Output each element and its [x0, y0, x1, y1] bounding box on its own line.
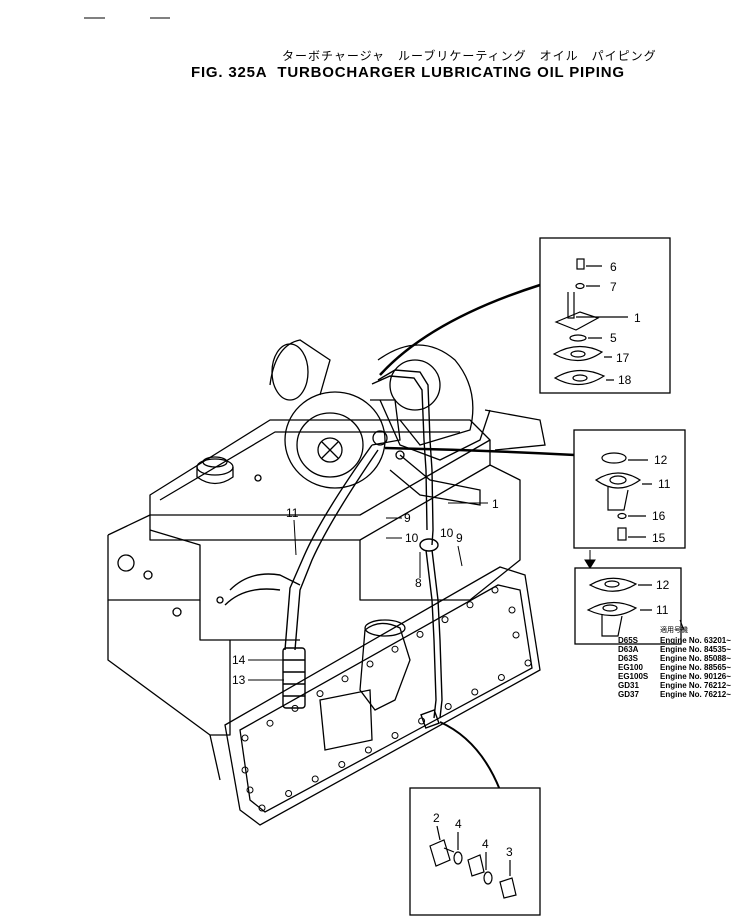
callout-9: 9	[404, 511, 411, 525]
bolt-hole	[466, 601, 474, 609]
title-japanese: ターボチャージャ ルーブリケーティング オイル パイピング	[282, 49, 657, 63]
legend-engine: Engine No. 88565~	[660, 663, 731, 672]
callout-16: 16	[652, 509, 666, 523]
bolt-hole	[471, 688, 479, 696]
applicability-legend: 適用号機 D65S Engine No. 63201~ D63A Engine …	[618, 625, 731, 699]
legend-engine: Engine No. 76212~	[660, 681, 731, 690]
callout-11: 11	[286, 506, 299, 520]
callout-1: 1	[634, 311, 641, 325]
bolt-hole	[241, 766, 249, 774]
callout-1: 1	[492, 497, 499, 511]
bolt-hole	[338, 761, 346, 768]
bolt-hole	[512, 631, 520, 639]
box-bottom-callouts: 12 11	[656, 578, 685, 631]
legend-model: D65S	[618, 636, 639, 645]
bolt-hole	[508, 606, 516, 614]
callout-2: 2	[433, 811, 440, 825]
callout-9: 9	[456, 531, 463, 545]
legend-engine: Engine No. 84535~	[660, 645, 731, 654]
main-callouts: 1 9 10 11 10 9 8 14 13	[232, 497, 499, 687]
bolt-hole	[241, 734, 249, 742]
callout-12: 12	[656, 578, 670, 592]
callout-11: 11	[656, 603, 669, 617]
detail-box-mid	[573, 429, 686, 549]
bolt-hole	[364, 746, 372, 754]
oil-drain-pipe	[224, 444, 379, 709]
callout-4: 4	[455, 817, 462, 831]
detail-leaders	[379, 283, 596, 791]
callout-13: 13	[232, 673, 246, 687]
box-mid-callouts: 12 11 16 15	[652, 453, 671, 545]
bolt-hole	[391, 732, 399, 739]
callout-10: 10	[440, 526, 454, 540]
side-cover-plate	[224, 566, 541, 826]
callout-14: 14	[232, 653, 246, 667]
legend-model: EG100S	[618, 672, 649, 681]
bolt-hole	[285, 790, 293, 797]
legend-model: GD31	[618, 681, 639, 690]
plate-bolts	[241, 586, 532, 812]
callout-17: 17	[616, 351, 630, 365]
callout-11: 11	[658, 477, 671, 491]
callout-4: 4	[482, 837, 489, 851]
bolt-hole	[497, 674, 505, 681]
bolt-hole	[441, 616, 449, 624]
legend-engine: Engine No. 85088~	[660, 654, 731, 663]
callout-12: 12	[654, 453, 668, 467]
box-fitting-callouts: 2 4 4 3	[433, 811, 513, 859]
bolt-hole	[341, 675, 349, 683]
page-title: FIG. 325A TURBOCHARGER LUBRICATING OIL PI…	[191, 64, 625, 81]
figure-title: TURBOCHARGER LUBRICATING OIL PIPING	[277, 64, 625, 81]
detail-box-bottom	[574, 567, 682, 645]
legend-model: EG100	[618, 663, 643, 672]
bolt-hole	[491, 586, 499, 594]
bolt-hole	[366, 660, 374, 668]
callout-6: 6	[610, 260, 617, 274]
legend-model: GD37	[618, 690, 639, 699]
detail-box-top	[539, 237, 671, 394]
bolt-hole	[311, 775, 319, 783]
callout-15: 15	[652, 531, 666, 545]
legend-header: 適用号機	[660, 625, 688, 634]
legend-model: D63A	[618, 645, 639, 654]
callout-10: 10	[405, 531, 419, 545]
bolt-hole	[524, 659, 532, 667]
bolt-hole	[444, 703, 452, 710]
bolt-hole	[258, 804, 266, 812]
callout-5: 5	[610, 331, 617, 345]
legend-engine: Engine No. 63201~	[660, 636, 731, 645]
engine-block	[107, 419, 521, 781]
legend-engine: Engine No. 76212~	[660, 690, 731, 699]
oil-filter-housing	[319, 619, 411, 751]
callout-8: 8	[415, 576, 422, 590]
bolt-hole	[416, 630, 424, 638]
box-top-callouts: 6 7 1 5 17 18	[610, 260, 641, 387]
callout-7: 7	[610, 280, 617, 294]
legend-engine: Engine No. 90126~	[660, 672, 731, 681]
bolt-hole	[316, 690, 324, 698]
bolt-hole	[266, 719, 274, 727]
callout-18: 18	[618, 373, 632, 387]
detail-box-fitting	[409, 787, 541, 916]
bolt-hole	[391, 645, 399, 653]
callout-3: 3	[506, 845, 513, 859]
figure-number: FIG. 325A	[191, 64, 268, 81]
turbocharger	[269, 339, 546, 506]
oil-inlet-pipe	[371, 369, 443, 729]
bolt-hole	[246, 786, 254, 794]
legend-model: D63S	[618, 654, 639, 663]
